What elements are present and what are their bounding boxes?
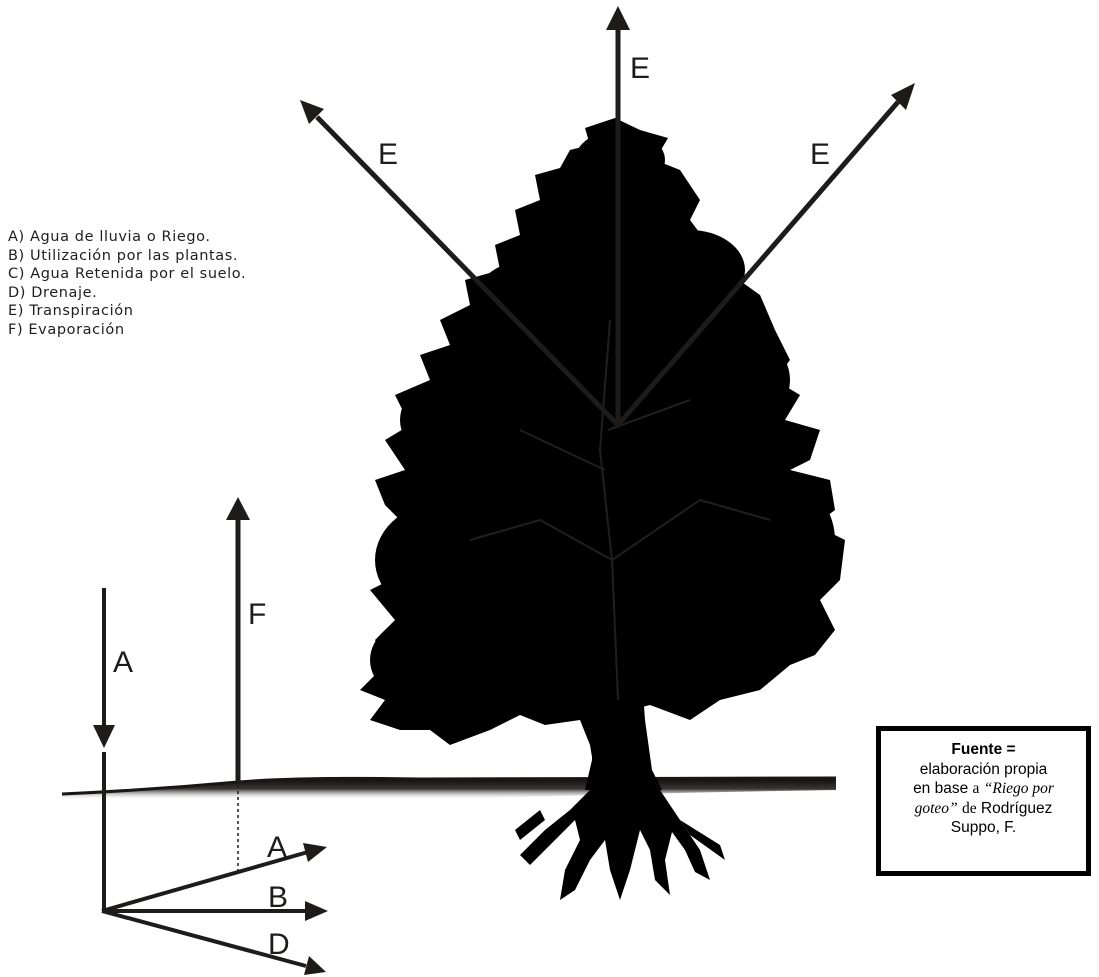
label-a-rain: A	[113, 646, 133, 679]
source-line-3: goteo” de Rodríguez	[881, 799, 1086, 819]
label-a-soil: A	[267, 831, 287, 864]
soil-arrows	[102, 843, 328, 975]
label-b: B	[268, 881, 288, 914]
source-line-4: Suppo, F.	[881, 818, 1086, 838]
rain-arrow	[93, 588, 115, 913]
source-line-2: en base a “Riego por	[881, 779, 1086, 799]
source-en-base: en base	[913, 780, 968, 797]
legend-item-e: E) Transpiración	[8, 302, 246, 321]
legend-item-f: F) Evaporación	[8, 321, 246, 340]
source-a: a	[973, 780, 980, 797]
evaporation-arrow	[226, 497, 250, 872]
source-de: de	[962, 800, 977, 817]
label-d: D	[268, 928, 290, 961]
ground-line	[62, 778, 836, 800]
legend-item-a: A) Agua de lluvia o Riego.	[8, 228, 246, 247]
source-author: Rodríguez	[981, 800, 1053, 817]
source-box: Fuente = elaboración propia en base a “R…	[876, 726, 1091, 876]
legend-item-b: B) Utilización por las plantas.	[8, 247, 246, 266]
label-e-left: E	[378, 138, 398, 171]
legend-item-c: C) Agua Retenida por el suelo.	[8, 265, 246, 284]
label-e-top: E	[630, 52, 650, 85]
source-riego: “Riego por	[984, 780, 1054, 797]
label-e-right: E	[810, 138, 830, 171]
source-goteo: goteo”	[915, 800, 958, 817]
source-title: Fuente =	[951, 741, 1015, 758]
label-f: F	[248, 598, 266, 631]
legend: A) Agua de lluvia o Riego. B) Utilizació…	[8, 228, 246, 340]
source-line-1: elaboración propia	[881, 760, 1086, 780]
legend-item-d: D) Drenaje.	[8, 284, 246, 303]
